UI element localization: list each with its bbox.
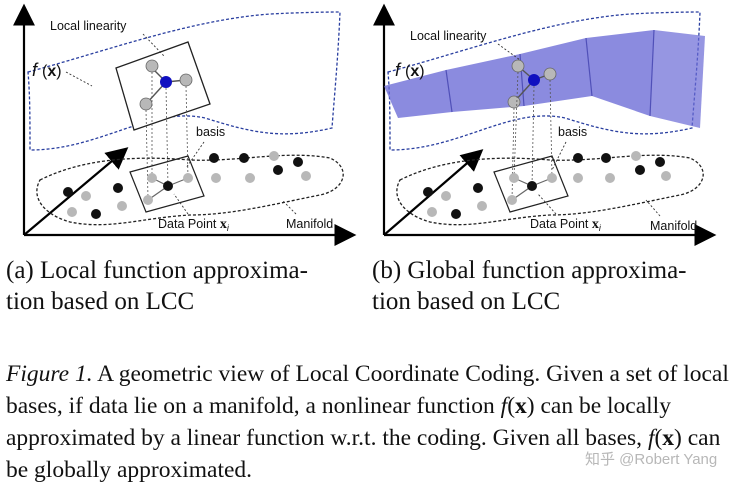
manifold-points-b [423, 151, 671, 219]
figure-label: Figure 1. [6, 361, 93, 387]
z-axis-a [23, 147, 129, 236]
watermark: 知乎 @Robert Yang [585, 451, 718, 468]
basis-point [507, 95, 521, 109]
basis-point [139, 97, 153, 111]
manifold-label-b: Manifold [650, 219, 697, 233]
figure-caption: Figure 1. A geometric view of Local Coor… [6, 358, 732, 486]
panel-b: Local linearity f (x) basis [373, 3, 717, 246]
basis-label-a: basis [196, 125, 225, 139]
data-point-box-b [493, 155, 569, 213]
subcaption-a-line2: tion based on LCC [6, 288, 195, 315]
local-linearity-arrow-b [497, 43, 521, 61]
manifold-points-a [63, 151, 311, 219]
projection-lines-a [145, 72, 189, 199]
mapped-point [528, 74, 540, 86]
subcaption-b: (b) Global function approxima- tion base… [372, 255, 687, 317]
mapped-point [160, 76, 172, 88]
fx-surface-b [387, 11, 701, 151]
manifold-label-a: Manifold [286, 217, 333, 231]
figure-canvas: Local linearity f (x) basis [12, 3, 717, 246]
data-point-label-a: Data Point xi [158, 217, 230, 233]
local-linearity-label-b: Local linearity [410, 29, 487, 43]
basis-point [511, 59, 525, 73]
local-linearity-label-a: Local linearity [50, 19, 127, 33]
fx-label-a: f [32, 60, 39, 80]
global-approximation-surface-b [384, 29, 705, 128]
fx-surface-a [27, 11, 341, 151]
caption-text-1: A geometric view of Local Coordinate Cod… [6, 361, 729, 419]
fx-arrow-a [65, 71, 93, 87]
projection-lines-b [511, 71, 553, 201]
basis-point [543, 67, 557, 81]
panel-a: Local linearity f (x) basis [12, 3, 357, 246]
data-point-label-b: Data Point xi [530, 217, 602, 233]
subcaption-b-line2: tion based on LCC [372, 288, 561, 315]
caption-fx-1: f(x) [500, 393, 535, 419]
basis-point [145, 59, 159, 73]
subcaption-b-line1: (b) Global function approxima- [372, 257, 687, 284]
subcaption-a: (a) Local function approxima- tion based… [6, 255, 308, 317]
basis-point [179, 73, 193, 87]
caption-text-3: can be globally approximated. [6, 425, 721, 483]
manifold-arrow-b [645, 199, 661, 217]
fx-label-b: f [395, 60, 402, 80]
local-linearity-arrow-a [142, 33, 165, 57]
basis-label-b: basis [558, 125, 587, 139]
manifold-arrow-a [281, 199, 297, 215]
basis-arrow-a [185, 141, 205, 169]
caption-fx-2: f(x) [647, 425, 682, 451]
data-point-arrow-b [537, 193, 557, 215]
data-point-box-a [129, 155, 205, 213]
fx-label-b-x: (x) [405, 63, 425, 80]
fx-label-a-x: (x) [42, 63, 62, 80]
basis-arrow-b [551, 141, 567, 171]
subcaption-a-line1: (a) Local function approxima- [6, 257, 308, 284]
caption-text-2: can be locally approximated by a linear … [6, 393, 671, 451]
data-point-arrow-a [173, 193, 189, 215]
local-linearity-box-a [115, 41, 211, 131]
